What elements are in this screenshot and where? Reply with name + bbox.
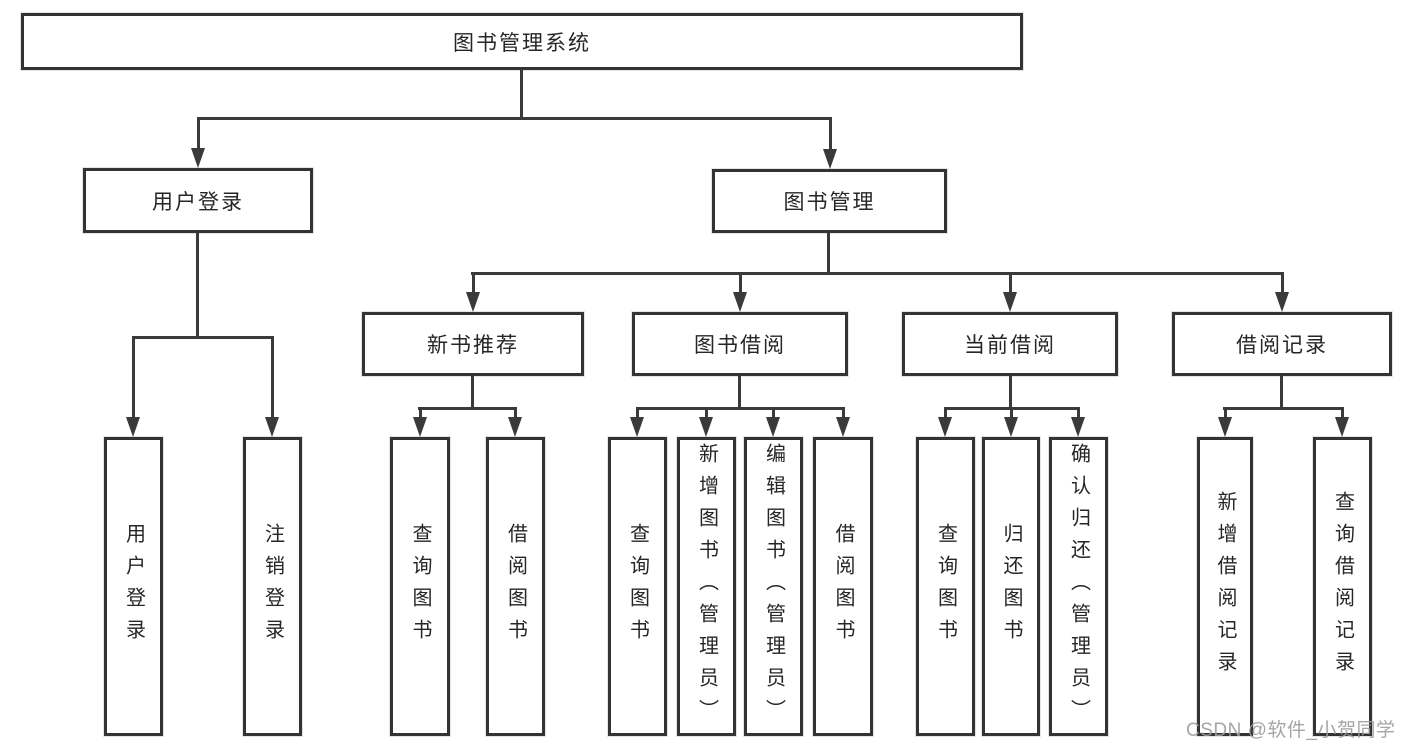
arrow-down-icon <box>1004 407 1018 437</box>
arrow-down-icon <box>1335 407 1349 437</box>
connector-user-login-bar <box>132 336 274 339</box>
arrow-down-icon <box>466 272 480 312</box>
connector-root-stem <box>520 69 523 120</box>
node-book-borrowing: 图书借阅 <box>632 312 848 376</box>
arrow-down-icon <box>699 407 713 437</box>
node-label: 借阅图书 <box>504 522 527 651</box>
arrow-down-icon <box>766 407 780 437</box>
connector-book-borrow-stem <box>738 376 741 410</box>
node-leaf-query-borrow-record: 查询借阅记录 <box>1313 437 1372 736</box>
node-label: 查询借阅记录 <box>1331 490 1354 683</box>
node-label: 用户登录 <box>152 190 244 214</box>
node-label: 查询图书 <box>626 522 649 651</box>
arrow-down-icon <box>508 407 522 437</box>
arrow-down-icon <box>265 336 279 437</box>
arrow-down-icon <box>938 407 952 437</box>
node-label: 图书借阅 <box>694 334 786 357</box>
node-label: 借阅图书 <box>832 522 854 651</box>
node-leaf-logout: 注销登录 <box>243 437 302 736</box>
node-label: 编辑图书（管理员） <box>762 442 785 731</box>
connector-root-bar <box>197 117 831 120</box>
node-leaf-add-books-admin: 新增图书（管理员） <box>677 437 736 736</box>
watermark: CSDN @软件_小贺同学 <box>1186 720 1396 741</box>
arrow-down-icon <box>733 272 747 312</box>
node-current-borrowing: 当前借阅 <box>902 312 1118 376</box>
arrow-down-icon <box>1003 272 1017 312</box>
connector-borrow-record-bar <box>1223 407 1344 410</box>
node-label: 图书管理系统 <box>453 31 591 55</box>
arrow-down-icon <box>191 117 205 168</box>
connector-book-mgmt-stem <box>827 233 830 275</box>
node-label: 图书管理 <box>783 191 876 214</box>
node-leaf-return-books: 归还图书 <box>982 437 1040 736</box>
node-leaf-query-books-recommend: 查询图书 <box>390 437 450 736</box>
node-borrowing-records: 借阅记录 <box>1172 312 1392 376</box>
arrow-down-icon <box>1071 407 1085 437</box>
connector-current-borrow-stem <box>1009 376 1012 410</box>
node-user-login: 用户登录 <box>83 168 313 233</box>
arrow-down-icon <box>836 407 850 437</box>
node-label: 新增借阅记录 <box>1214 490 1236 683</box>
node-label: 确认归还（管理员） <box>1067 442 1090 731</box>
node-leaf-user-login: 用户登录 <box>104 437 163 736</box>
arrow-down-icon <box>630 407 644 437</box>
connector-new-book-bar <box>418 407 517 410</box>
node-leaf-query-books-borrowing: 查询图书 <box>608 437 667 736</box>
arrow-down-icon <box>126 336 140 437</box>
node-library-management-system: 图书管理系统 <box>21 13 1023 70</box>
connector-user-login-stem <box>196 233 199 339</box>
connector-book-borrow-bar <box>636 407 845 410</box>
arrow-down-icon <box>1218 407 1232 437</box>
node-leaf-borrow-books: 借阅图书 <box>813 437 873 736</box>
arrow-down-icon <box>413 407 427 437</box>
node-label: 借阅记录 <box>1236 334 1328 357</box>
node-label: 当前借阅 <box>964 334 1056 357</box>
node-label: 新增图书（管理员） <box>695 442 718 731</box>
node-leaf-edit-books-admin: 编辑图书（管理员） <box>744 437 803 736</box>
connector-borrow-record-stem <box>1280 376 1283 410</box>
node-leaf-borrow-books-recommend: 借阅图书 <box>486 437 545 736</box>
connector-book-mgmt-bar <box>471 272 1283 275</box>
node-label: 用户登录 <box>122 522 145 651</box>
arrow-down-icon <box>1275 272 1289 312</box>
node-new-book-recommendation: 新书推荐 <box>362 312 584 376</box>
node-label: 注销登录 <box>261 522 284 651</box>
arrow-down-icon <box>823 117 837 169</box>
connector-new-book-stem <box>471 376 474 410</box>
node-label: 归还图书 <box>1000 522 1022 651</box>
node-leaf-confirm-return-admin: 确认归还（管理员） <box>1049 437 1108 736</box>
node-leaf-query-books-current: 查询图书 <box>916 437 975 736</box>
node-label: 新书推荐 <box>427 334 519 357</box>
node-book-management: 图书管理 <box>712 169 947 233</box>
node-label: 查询图书 <box>934 522 957 651</box>
node-label: 查询图书 <box>409 522 431 651</box>
node-leaf-add-borrow-record: 新增借阅记录 <box>1197 437 1253 736</box>
